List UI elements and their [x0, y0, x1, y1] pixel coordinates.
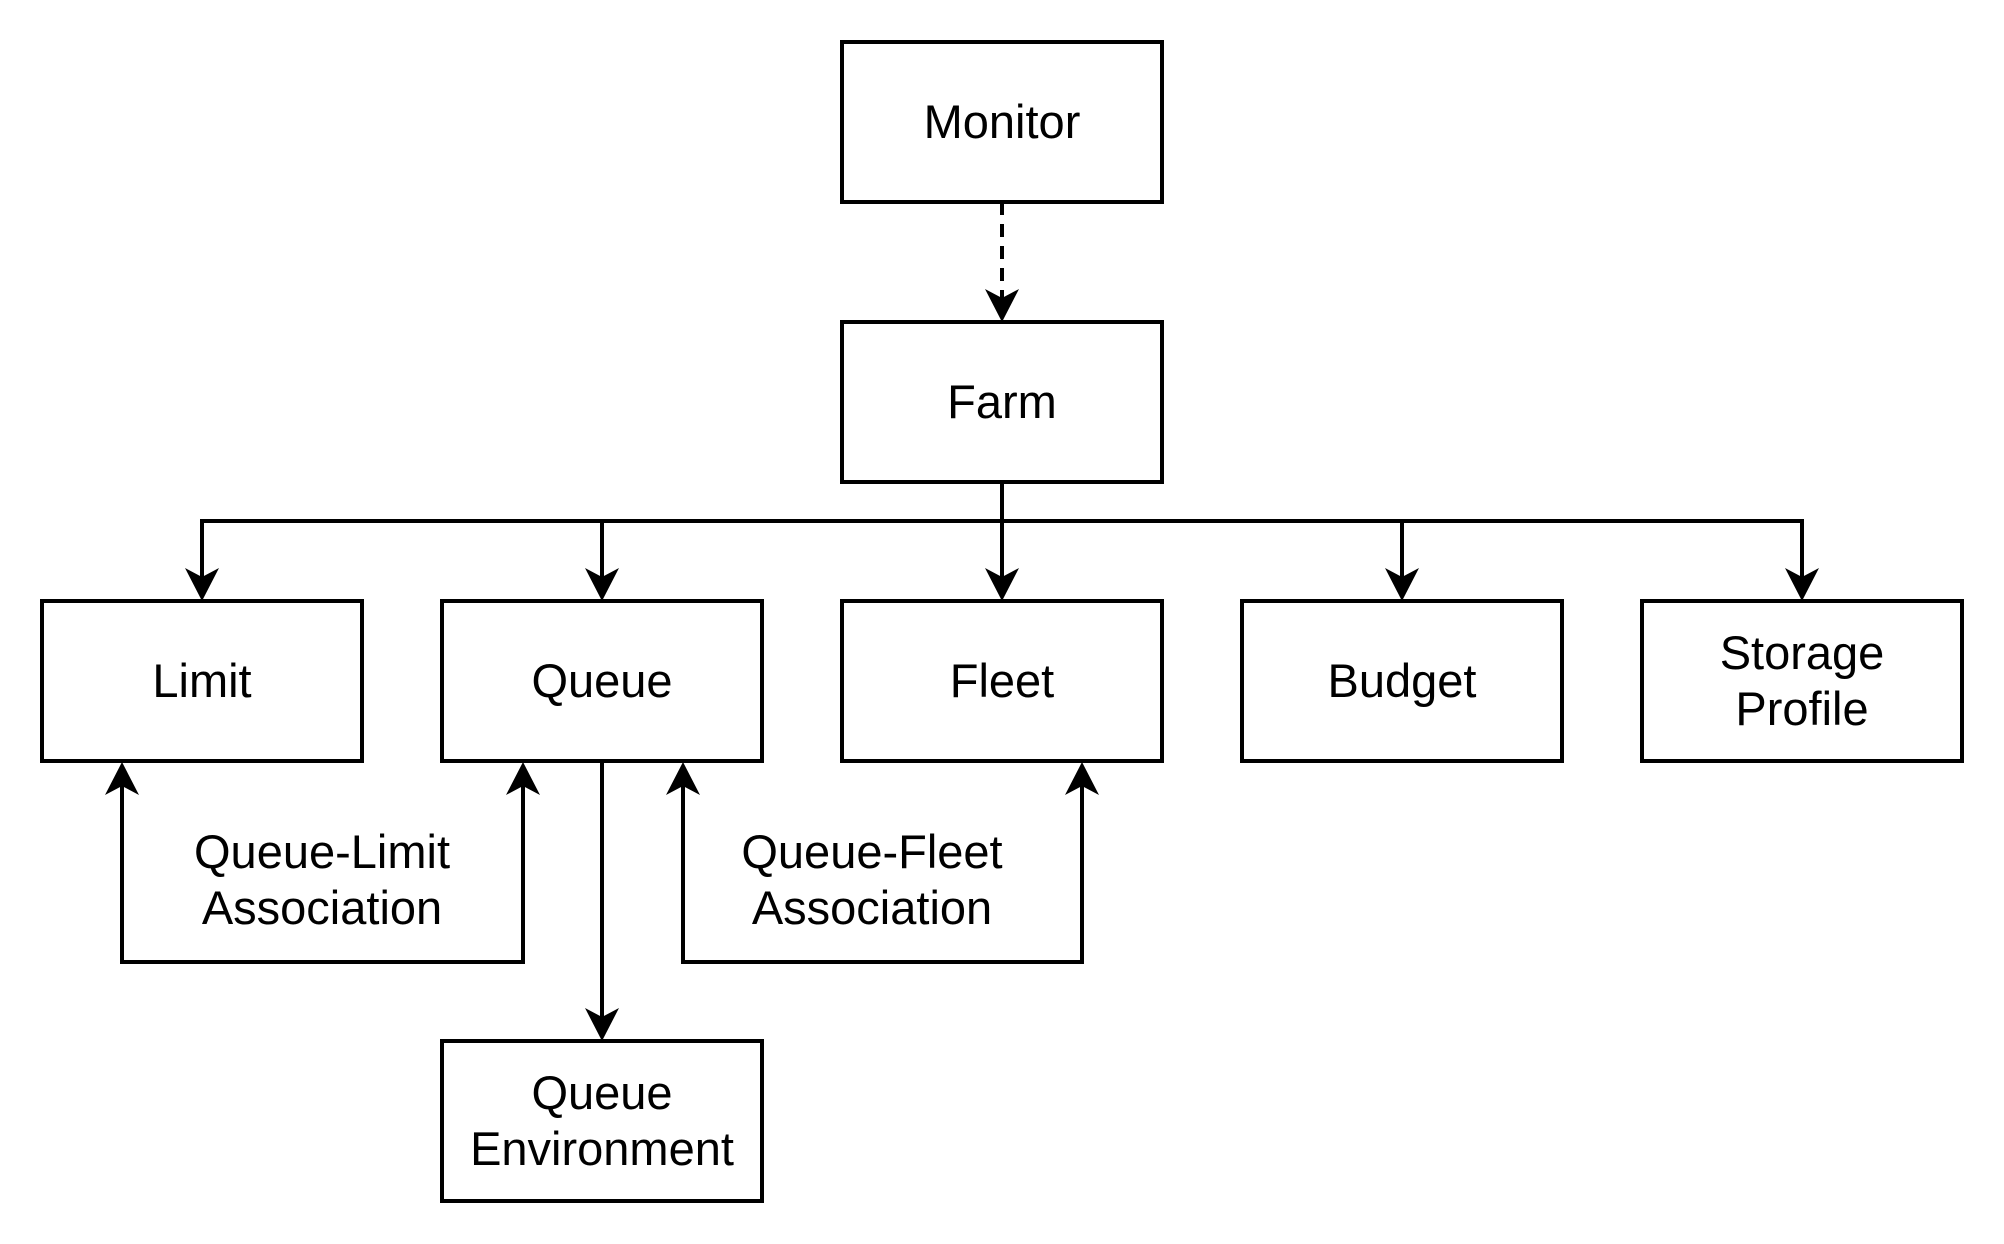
arrowhead-farm-to-queue-end — [585, 568, 619, 601]
node-box-storage-profile — [1640, 599, 1964, 763]
node-farm: Farm — [840, 320, 1164, 484]
edge-line-farm-to-storage-profile — [1000, 482, 1804, 577]
node-label-farm: Farm — [947, 375, 1057, 428]
edge-line-queue-limit-association — [120, 786, 525, 964]
node-label-queue: Queue — [531, 654, 672, 707]
arrowhead-farm-to-limit-end — [185, 568, 219, 601]
node-box-queue-environment — [440, 1039, 764, 1203]
arrowhead-monitor-to-farm-end — [985, 289, 1019, 322]
node-box-limit — [40, 599, 364, 763]
arrowhead-queue-to-queue-environment-end — [585, 1008, 619, 1041]
node-label-monitor: Monitor — [924, 95, 1081, 148]
arrowhead-farm-to-budget-end — [1385, 568, 1419, 601]
arrowhead-farm-to-storage-profile-end — [1785, 568, 1819, 601]
edge-monitor-to-farm — [985, 202, 1019, 322]
edge-queue-to-queue-environment — [585, 762, 619, 1041]
arrowhead-queue-fleet-association-end — [1065, 762, 1099, 795]
edge-line-queue-fleet-association — [681, 786, 1084, 964]
node-box-queue — [440, 599, 764, 763]
node-box-monitor — [840, 40, 1164, 204]
node-budget: Budget — [1240, 599, 1564, 763]
arrowhead-queue-limit-association-start — [506, 762, 540, 795]
node-label-limit: Limit — [152, 654, 251, 707]
node-label-budget: Budget — [1328, 654, 1477, 707]
edge-queue-fleet-association — [666, 762, 1099, 964]
node-box-budget — [1240, 599, 1564, 763]
arrowhead-queue-fleet-association-start — [666, 762, 700, 795]
arrowhead-farm-to-fleet-end — [985, 568, 1019, 601]
node-monitor: Monitor — [840, 40, 1164, 204]
node-limit: Limit — [40, 599, 364, 763]
node-box-fleet — [840, 599, 1164, 763]
arrowhead-queue-limit-association-end — [105, 762, 139, 795]
edge-farm-to-storage-profile — [1000, 482, 1819, 601]
node-queue: Queue — [440, 599, 764, 763]
edge-queue-limit-association — [105, 762, 540, 964]
node-fleet: Fleet — [840, 599, 1164, 763]
node-label-fleet: Fleet — [950, 654, 1055, 707]
